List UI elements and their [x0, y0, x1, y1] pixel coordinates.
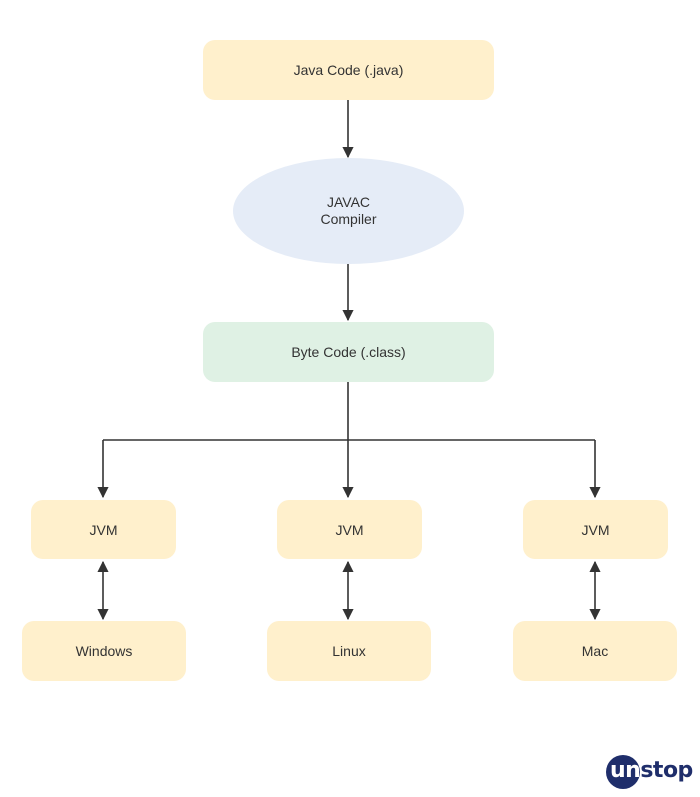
compiler-label-line2: Compiler [320, 211, 377, 227]
javac-compiler-ellipse: JAVAC Compiler [233, 158, 464, 264]
java-code-label: Java Code (.java) [293, 62, 404, 78]
os-box-mac: Mac [513, 621, 677, 681]
jvm-box-mac: JVM [523, 500, 668, 559]
jvm-label: JVM [89, 521, 118, 538]
os-label-windows: Windows [75, 643, 133, 659]
logo-circle [606, 755, 640, 789]
java-code-box: Java Code (.java) [203, 40, 494, 100]
logo-wordmark-part-a: un [610, 758, 641, 783]
unstop-logo: unstop [606, 752, 694, 792]
jvm-box-windows: JVM [31, 500, 176, 559]
byte-code-label: Byte Code (.class) [291, 344, 406, 360]
logo-wordmark-part-b: stop [640, 758, 693, 783]
jvm-box-linux: JVM [277, 500, 422, 559]
jvm-label: JVM [335, 521, 364, 538]
os-box-linux: Linux [267, 621, 431, 681]
byte-code-box: Byte Code (.class) [203, 322, 494, 382]
os-label-linux: Linux [332, 643, 366, 659]
os-box-windows: Windows [22, 621, 186, 681]
logo-wordmark: unstop [610, 758, 693, 784]
compiler-label-line1: JAVAC [326, 194, 371, 210]
jvm-label: JVM [581, 521, 610, 538]
os-label-mac: Mac [581, 643, 609, 659]
